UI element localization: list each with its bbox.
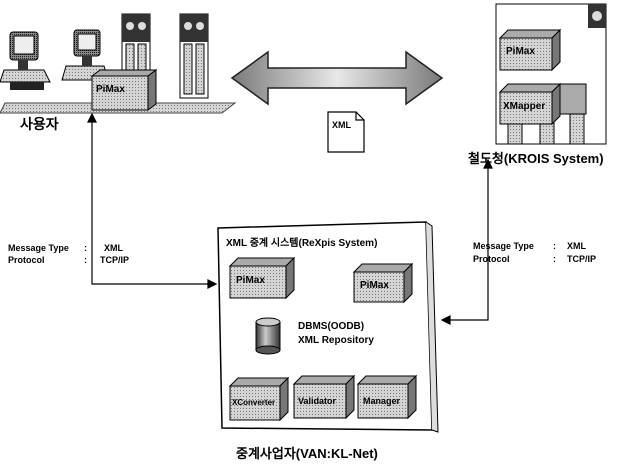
relay-pimax-left-label: PiMax [236, 275, 265, 286]
xml-document-label: XML [332, 120, 351, 130]
users-label: 사용자 [20, 114, 59, 134]
exchange-double-arrow [232, 52, 442, 104]
left-message-type-value: XML [104, 243, 123, 253]
railway-area [496, 4, 606, 144]
left-protocol-label: Protocol [8, 255, 45, 265]
user-computer-icon [0, 32, 50, 90]
validator-label: Validator [298, 396, 336, 406]
left-protocol-value: TCP/IP [100, 255, 129, 265]
right-protocol-value: TCP/IP [567, 254, 596, 264]
xconverter-label: XConverter [232, 398, 275, 407]
user-area [0, 14, 235, 113]
database-label-line2: XML Repository [298, 335, 374, 346]
manager-label: Manager [363, 396, 400, 406]
railway-xmapper-label: XMapper [503, 101, 545, 112]
server-rack-icon [180, 14, 208, 98]
relay-pimax-right-label: PiMax [360, 280, 389, 291]
relay-title: XML 중계 시스템(ReXpis System) [226, 234, 377, 249]
left-message-type-label: Message Type [8, 243, 69, 253]
left-message-colon: : [84, 243, 87, 253]
database-label-line1: DBMS(OODB) [298, 321, 364, 332]
railway-label: 철도청(KROIS System) [468, 148, 604, 167]
relay-caption: 중계사업자(VAN:KL-Net) [236, 443, 378, 462]
right-protocol-colon: : [553, 254, 556, 264]
right-message-type-value: XML [567, 241, 586, 251]
left-protocol-colon: : [84, 255, 87, 265]
xml-document-icon [328, 112, 364, 152]
right-message-colon: : [553, 241, 556, 251]
right-protocol-label: Protocol [473, 254, 510, 264]
database-cylinder-icon [256, 318, 280, 354]
user-pimax-label: PiMax [96, 84, 125, 95]
right-message-type-label: Message Type [473, 241, 534, 251]
railway-pimax-label: PiMax [506, 46, 535, 57]
